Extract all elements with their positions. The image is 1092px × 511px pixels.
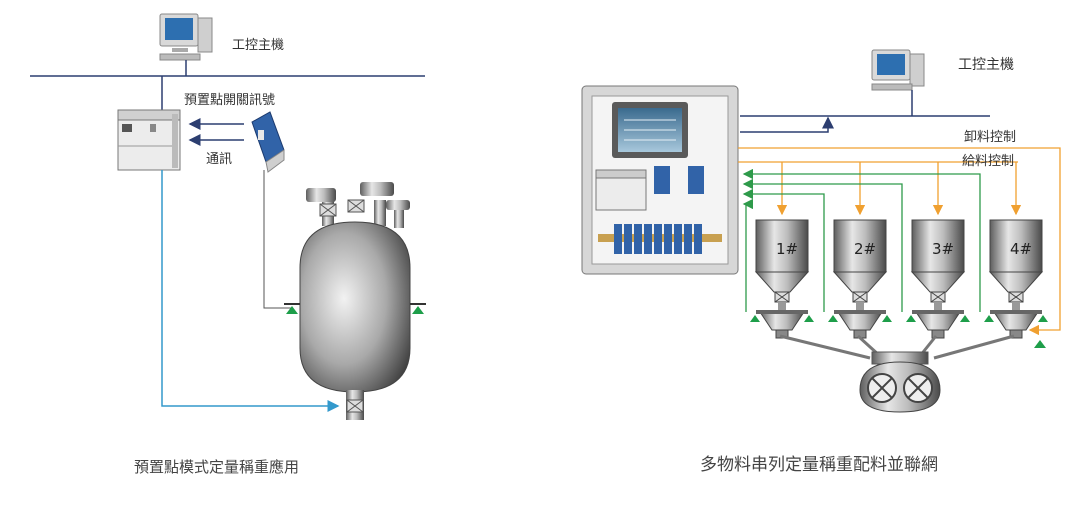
left-computer-icon: [159, 13, 213, 61]
mixer-sensor-icon: [1034, 340, 1046, 348]
left-signal-label: 預置點開關訊號: [184, 93, 276, 108]
left-sensor-icon: [284, 303, 426, 314]
mixer-icon: [779, 334, 1015, 413]
right-host-label: 工控主機: [958, 57, 1014, 73]
left-comm-label: 通訊: [206, 152, 233, 167]
load-cell-sensor-icon: [882, 315, 892, 322]
load-cell-sensor-icon: [906, 315, 916, 322]
left-caption: 預置點模式定量稱重應用: [134, 458, 300, 476]
hopper-icon: [750, 219, 814, 339]
load-cell-sensor-icon: [960, 315, 970, 322]
feed-control-label: 給料控制: [962, 154, 1015, 169]
hopper-icon: [984, 219, 1048, 339]
hopper-label: 4#: [1010, 240, 1033, 258]
left-plc-icon: [117, 109, 181, 171]
right-computer-icon: [871, 49, 925, 91]
discharge-control-label: 卸料控制: [964, 130, 1017, 145]
control-cabinet-icon: [581, 85, 739, 275]
load-cell-sensor-icon: [804, 315, 814, 322]
hopper-label: 3#: [932, 240, 955, 258]
hopper-label: 2#: [854, 240, 877, 258]
left-tank-icon: [299, 182, 411, 420]
load-cell-sensor-icon: [984, 315, 994, 322]
load-cell-sensor-icon: [1038, 315, 1048, 322]
hopper-icon: [906, 219, 970, 339]
load-cell-sensor-icon: [750, 315, 760, 322]
left-host-label: 工控主機: [232, 38, 285, 53]
left-signal-line: [161, 170, 340, 412]
sensor-feedback-lines: [742, 168, 981, 312]
discharge-control-line: [738, 147, 1061, 336]
hopper-icon: [828, 219, 892, 339]
hoppers-group: [750, 219, 1048, 339]
hopper-label: 1#: [776, 240, 799, 258]
right-caption: 多物料串列定量稱重配料並聯網: [700, 455, 938, 475]
left-weighing-module-icon: [251, 111, 285, 173]
load-cell-sensor-icon: [828, 315, 838, 322]
